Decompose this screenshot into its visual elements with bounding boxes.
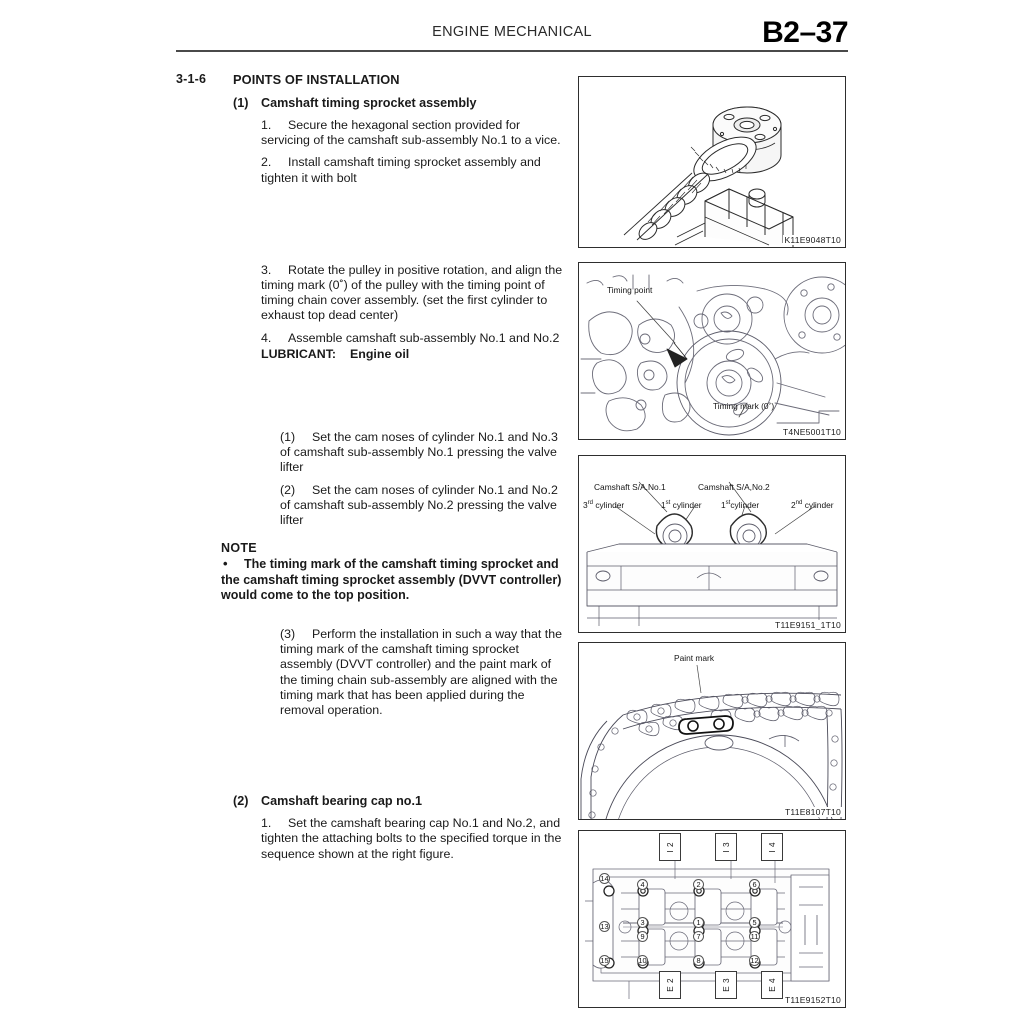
cam-noses-drawing [586,481,838,626]
substep-text: Set the cam noses of cylinder No.1 and N… [280,482,558,528]
step-marker: 4. [261,330,272,345]
label-box-intake-2: I 2 [659,833,681,861]
label-camshaft-sa-no1: Camshaft S/A,No.1 [594,482,666,492]
block1-step-3: 3. Rotate the pulley in positive rotatio… [261,263,566,324]
label-2nd-cylinder: 2nd cylinder [791,500,834,510]
bolt-number-8: 8 [693,955,704,966]
bolt-sequence-drawing [585,853,830,999]
bolt-number-13: 13 [599,921,610,932]
text-column: 3-1-6 POINTS OF INSTALLATION (1) Camshaf… [176,72,566,862]
label-1st-cylinder-b: 1stcylinder [721,500,760,510]
block1-marker: (1) [233,96,249,110]
block1-step-1: 1. Secure the hexagonal section provided… [261,118,566,148]
figure-camshaft-cam-noses: Camshaft S/A,No.1 Camshaft S/A,No.2 3rd … [578,455,846,633]
section-heading: 3-1-6 POINTS OF INSTALLATION [176,72,566,87]
step-marker: 3. [261,262,272,277]
step-text: Secure the hexagonal section provided fo… [261,118,561,148]
substep-text: Perform the installation in such a way t… [280,627,563,718]
step-text: Set the camshaft bearing cap No.1 and No… [261,816,562,861]
step-marker: 1. [261,118,272,132]
label-box-exhaust-3: E 3 [715,971,737,999]
block2-heading: (2) Camshaft bearing cap no.1 [233,794,566,808]
figure-bearing-cap-bolt-sequence: I 2 I 3 I 4 E 2 E 3 E 4 14 4 2 6 3 1 5 1… [578,830,846,1008]
figure-camshaft-sprocket: K11E9048T10 [578,76,846,248]
camshaft-sprocket-drawing [623,106,794,247]
lubricant-value: Engine oil [350,346,410,361]
figure-caption: T4NE5001T10 [781,427,842,437]
block2-step-1: 1. Set the camshaft bearing cap No.1 and… [261,816,566,862]
page-number: B2–37 [762,16,848,49]
substep-marker: (2) [280,482,296,497]
label-timing-point: Timing point [607,285,653,295]
lubricant-label: LUBRICANT: [261,346,337,361]
block2-marker: (2) [233,794,249,809]
timing-alignment-drawing [580,274,845,436]
step-text: Assemble camshaft sub-assembly No.1 and … [261,331,566,362]
header-divider [176,50,848,52]
bolt-number-1: 1 [693,917,704,928]
page-header: ENGINE MECHANICAL B2–37 [176,16,848,58]
label-timing-mark: Timing mark (0˚) [713,401,775,411]
substep-marker: (1) [280,430,296,445]
block1-heading: (1) Camshaft timing sprocket assembly [233,96,566,110]
page-title: ENGINE MECHANICAL [432,24,592,40]
chain-paint-mark-drawing [580,664,843,819]
figure-caption: K11E9048T10 [783,235,842,245]
figure-timing-mark-alignment: Timing point Timing mark (0˚) T4NE5001T1… [578,262,846,440]
step-text: Install camshaft timing sprocket assembl… [261,155,541,185]
bolt-number-3: 3 [637,917,648,928]
bolt-number-2: 2 [693,879,704,890]
bolt-number-7: 7 [693,931,704,942]
substep-marker: (3) [280,627,296,642]
section-number: 3-1-6 [176,72,207,86]
label-paint-mark: Paint mark [674,653,715,663]
figure-caption: T11E9151_1T10 [774,620,842,630]
label-camshaft-sa-no2: Camshaft S/A,No.2 [698,482,770,492]
note-heading: NOTE [221,541,257,556]
label-3rd-cylinder: 3rd cylinder [583,500,625,510]
section-title: POINTS OF INSTALLATION [233,72,400,87]
step-marker: 1. [261,816,272,831]
block1-substep-1: (1) Set the cam noses of cylinder No.1 a… [280,430,566,476]
block2-title: Camshaft bearing cap no.1 [261,794,422,809]
bolt-number-9: 9 [637,931,648,942]
lubricant-line: LUBRICANT: Engine oil [261,347,566,362]
bolt-number-14: 14 [599,873,610,884]
step-text-line: Assemble camshaft sub-assembly No.1 and … [288,330,560,345]
label-box-intake-4: I 4 [761,833,783,861]
block1-substep-3: (3) Perform the installation in such a w… [280,627,566,718]
figure-caption: T11E8107T10 [783,807,842,817]
label-box-intake-3: I 3 [715,833,737,861]
substep-text: Set the cam noses of cylinder No.1 and N… [280,430,558,475]
bolt-number-10: 10 [637,955,648,966]
bolt-number-12: 12 [749,955,760,966]
note-bullet-icon: • [223,556,228,572]
figure-timing-chain-paint-mark: Paint mark T11E8107T10 [578,642,846,820]
bolt-number-5: 5 [749,917,760,928]
block1-substep-2: (2) Set the cam noses of cylinder No.1 a… [280,483,566,529]
step-text: Rotate the pulley in positive rotation, … [261,262,563,323]
block1-step-4: 4. Assemble camshaft sub-assembly No.1 a… [261,331,566,362]
label-1st-cylinder-a: 1st cylinder [661,500,702,510]
figure-caption: T11E9152T10 [783,995,842,1005]
label-box-exhaust-2: E 2 [659,971,681,999]
note-item: • The timing mark of the camshaft timing… [221,556,566,604]
note-text: The timing mark of the camshaft timing s… [221,557,562,603]
block1-title: Camshaft timing sprocket assembly [261,96,477,110]
bolt-number-15: 15 [599,955,610,966]
bolt-number-6: 6 [749,879,760,890]
label-box-exhaust-4: E 4 [761,971,783,999]
bolt-number-11: 11 [749,931,760,942]
step-marker: 2. [261,155,272,170]
bolt-number-4: 4 [637,879,648,890]
block1-step-2: 2. Install camshaft timing sprocket asse… [261,155,566,185]
